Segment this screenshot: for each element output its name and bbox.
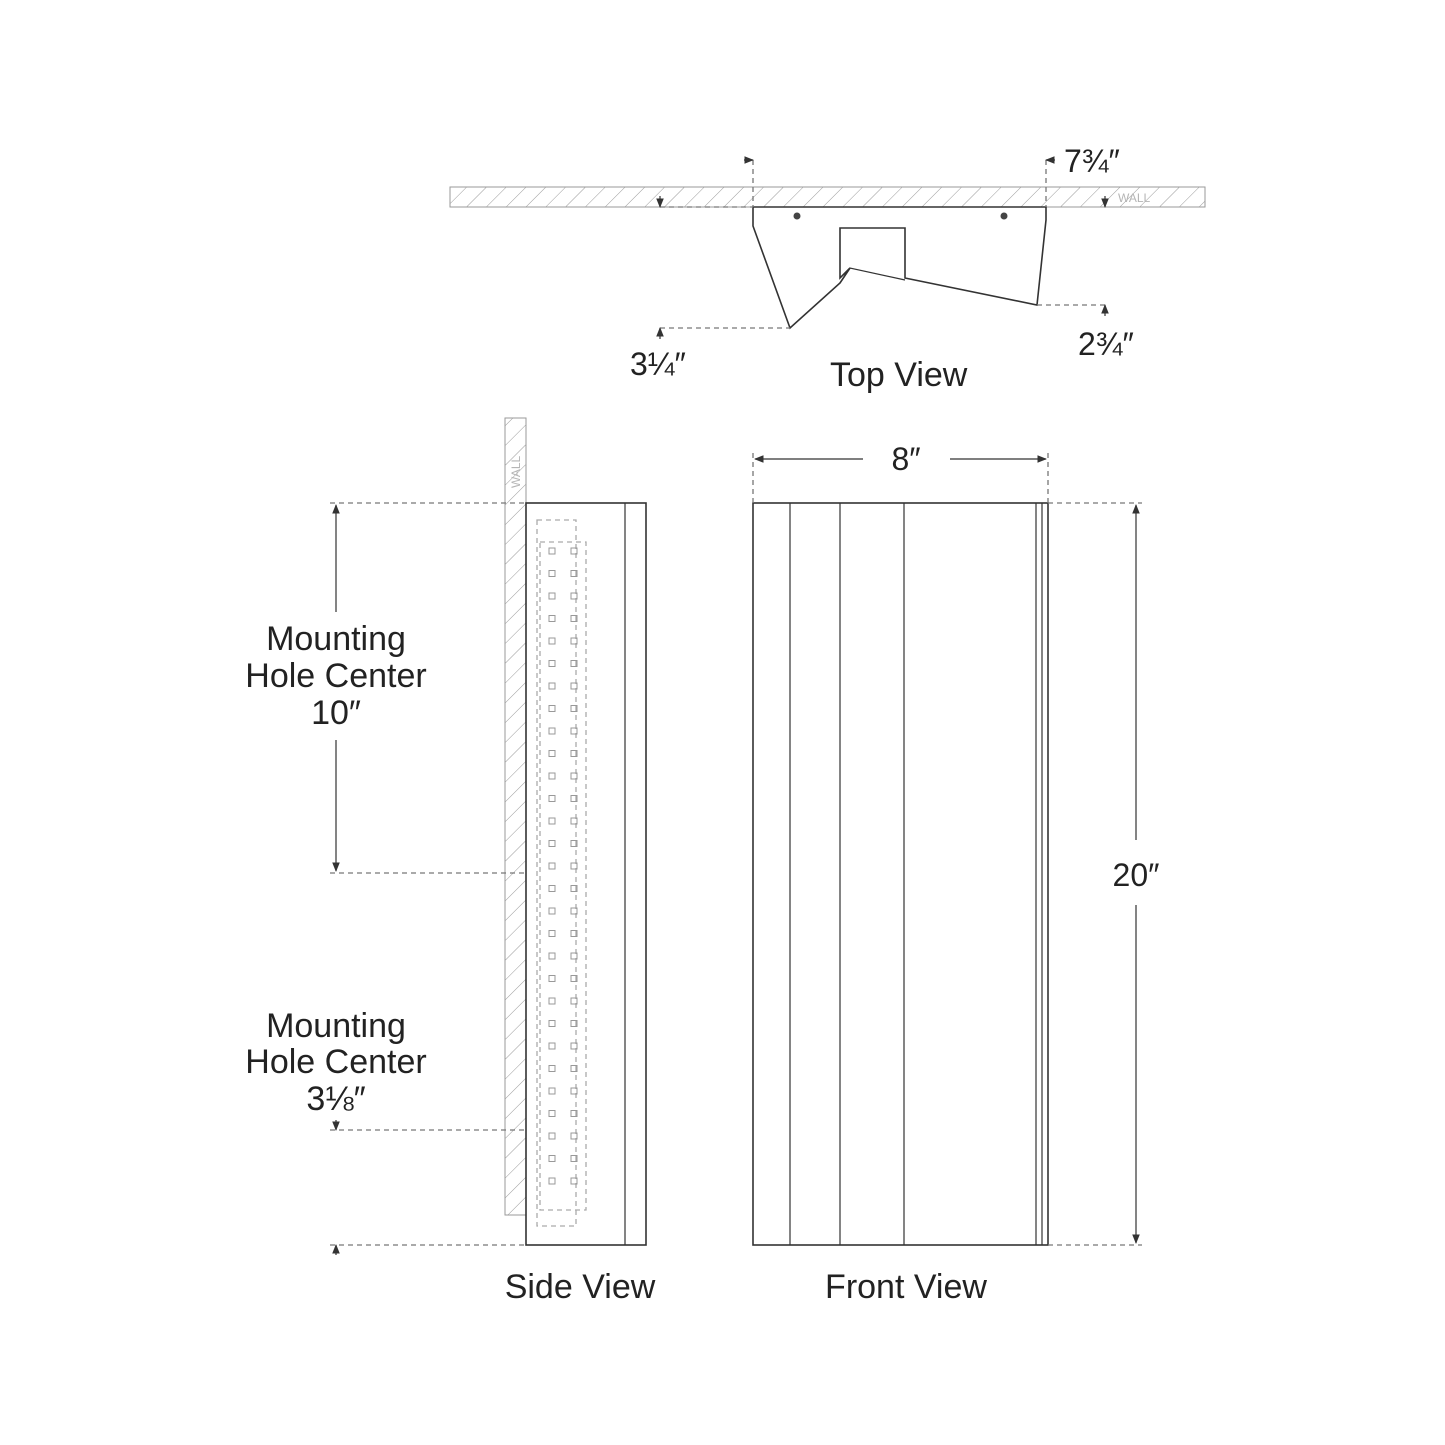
led-dot	[548, 1042, 556, 1050]
front-view: 8″ 20″ Front View	[752, 441, 1160, 1306]
top-screw-left-icon	[793, 212, 801, 220]
led-dot	[570, 705, 578, 712]
top-wall	[449, 186, 1206, 208]
mount-lower-line2: Hole Center	[245, 1043, 426, 1081]
led-dot	[548, 907, 556, 915]
side-led-dots	[548, 547, 578, 1185]
top-view-title: Top View	[830, 356, 968, 394]
led-dot	[548, 727, 556, 735]
led-dot	[570, 1110, 578, 1117]
led-dot	[548, 570, 556, 577]
led-dot	[570, 772, 578, 780]
led-dot	[570, 727, 578, 735]
led-dot	[570, 997, 578, 1005]
front-view-title: Front View	[825, 1268, 987, 1306]
top-fixture-inner	[839, 267, 906, 284]
led-dot	[548, 1065, 556, 1072]
top-width-dimension: 7¾″	[1064, 143, 1120, 179]
top-fixture-outline	[752, 206, 1047, 330]
led-dot	[548, 817, 556, 825]
led-dot	[570, 750, 578, 757]
led-dot	[548, 840, 556, 847]
top-depth-right-dimension: 2¾″	[1078, 326, 1134, 362]
led-dot	[548, 772, 556, 780]
led-dot	[570, 1020, 578, 1027]
led-dot	[548, 682, 556, 690]
led-dot	[548, 997, 556, 1005]
led-dot	[548, 592, 556, 600]
led-dot	[570, 1087, 578, 1095]
side-wall	[504, 417, 527, 1216]
mount-upper-line2: Hole Center	[245, 657, 426, 695]
led-dot	[548, 615, 556, 622]
led-dot	[570, 975, 578, 982]
side-wall-label: WALL	[509, 455, 523, 488]
led-dot	[548, 930, 556, 937]
led-dot	[548, 1155, 556, 1162]
led-dot	[548, 952, 556, 960]
led-dot	[570, 1042, 578, 1050]
led-dot	[570, 637, 578, 645]
led-dot	[570, 660, 578, 667]
front-fixture-body	[752, 502, 1049, 1246]
led-dot	[570, 840, 578, 847]
led-dot	[548, 1110, 556, 1117]
led-dot	[570, 952, 578, 960]
top-wall-label: WALL	[1118, 191, 1151, 205]
top-view: WALL 7¾″ 3¼″ 2¾″ Top View	[449, 143, 1206, 394]
led-dot	[570, 907, 578, 915]
led-dot	[570, 795, 578, 802]
led-dot	[570, 862, 578, 870]
front-width-dimension: 8″	[891, 441, 920, 477]
led-dot	[570, 930, 578, 937]
mount-upper-value: 10″	[311, 694, 361, 732]
led-dot	[570, 1132, 578, 1140]
side-view-title: Side View	[505, 1268, 656, 1306]
led-dot	[570, 570, 578, 577]
led-dot	[548, 885, 556, 892]
side-backplate	[536, 519, 577, 1227]
led-dot	[570, 682, 578, 690]
side-view: WALL Mounting Hole Center 10″ Mounting H…	[245, 417, 656, 1306]
led-dot	[548, 1087, 556, 1095]
led-dot	[548, 660, 556, 667]
led-dot	[548, 1132, 556, 1140]
led-dot	[548, 1020, 556, 1027]
top-depth-left-dimension: 3¼″	[630, 346, 686, 382]
led-dot	[570, 1177, 578, 1185]
led-dot	[570, 1155, 578, 1162]
mount-lower-line1: Mounting	[266, 1007, 406, 1045]
side-led-strip	[539, 541, 587, 1211]
side-fixture-body	[525, 502, 647, 1246]
led-dot	[548, 862, 556, 870]
led-dot	[548, 705, 556, 712]
led-dot	[570, 592, 578, 600]
mount-upper-line1: Mounting	[266, 620, 406, 658]
led-dot	[570, 1065, 578, 1072]
led-dot	[548, 795, 556, 802]
led-dot	[570, 817, 578, 825]
led-dot	[548, 637, 556, 645]
led-dot	[570, 615, 578, 622]
front-height-dimension: 20″	[1113, 857, 1160, 893]
led-dot	[548, 975, 556, 982]
led-dot	[548, 1177, 556, 1185]
led-dot	[570, 547, 578, 555]
led-dot	[548, 750, 556, 757]
led-dot	[548, 547, 556, 555]
top-screw-right-icon	[1000, 212, 1008, 220]
led-dot	[570, 885, 578, 892]
mount-lower-value: 3⅛″	[306, 1080, 365, 1118]
